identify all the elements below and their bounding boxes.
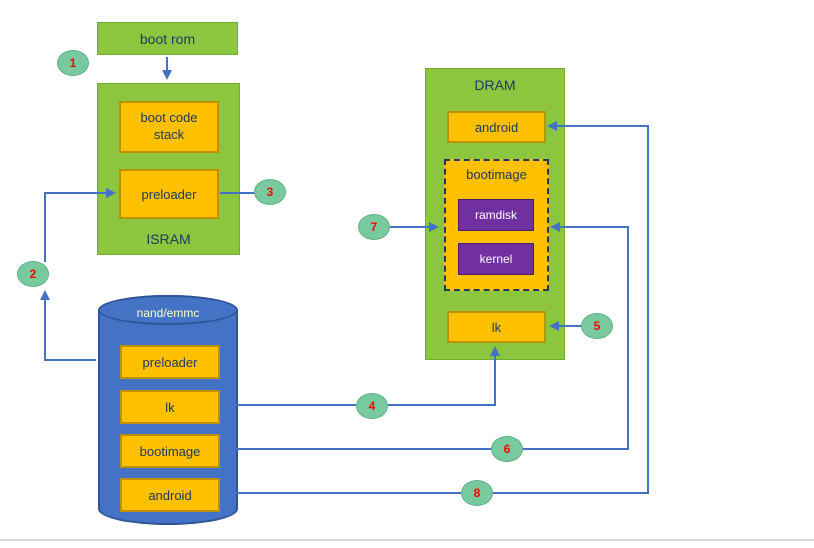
isram-preloader-box: preloader [119, 169, 219, 219]
kernel-label: kernel [479, 252, 513, 266]
nand-preloader-label: preloader [142, 354, 198, 370]
boot-rom-label: boot rom [139, 30, 196, 47]
arrow-nand-preloader-up [40, 290, 96, 361]
nand-item-lk: lk [120, 390, 220, 424]
step-badge-4: 4 [356, 393, 388, 419]
dram-bootimage-label: bootimage [466, 167, 527, 182]
step-badge-3: 3 [254, 179, 286, 205]
boot-code-stack-label: boot code stack [140, 110, 198, 142]
step-badge-7: 7 [358, 214, 390, 240]
dram-lk-label: lk [491, 319, 502, 335]
nand-item-android: android [120, 478, 220, 512]
boot-rom-box: boot rom [97, 22, 238, 55]
nand-emmc-cylinder: nand/emmc preloader lk bootimage android [98, 295, 238, 525]
step-badge-5: 5 [581, 313, 613, 339]
nand-emmc-label: nand/emmc [136, 306, 200, 320]
cylinder-lid [98, 295, 238, 325]
nand-item-preloader: preloader [120, 345, 220, 379]
kernel-box: kernel [458, 243, 534, 275]
step-badge-1: 1 [57, 50, 89, 76]
step-badge-6: 6 [491, 436, 523, 462]
step-badge-2: 2 [17, 261, 49, 287]
isram-label: ISRAM [146, 231, 191, 247]
nand-bootimage-label: bootimage [139, 443, 201, 459]
step-badge-8: 8 [461, 480, 493, 506]
isram-preloader-label: preloader [141, 186, 197, 202]
isram-box: boot code stack preloader ISRAM [97, 83, 240, 255]
arrow-nand-bootimage-to-dram-bootimage [220, 222, 629, 450]
nand-lk-label: lk [165, 399, 175, 415]
canvas-bottom-edge [0, 539, 814, 541]
boot-code-stack-box: boot code stack [119, 101, 219, 153]
dram-box: DRAM android bootimage ramdisk kernel lk [425, 68, 565, 360]
dram-android-box: android [447, 111, 546, 143]
dram-label: DRAM [474, 77, 516, 93]
dram-bootimage-group: bootimage ramdisk kernel [444, 159, 549, 291]
dram-lk-box: lk [447, 311, 546, 343]
dram-android-label: android [474, 119, 519, 135]
nand-item-bootimage: bootimage [120, 434, 220, 468]
nand-android-label: android [148, 487, 192, 503]
ramdisk-label: ramdisk [474, 208, 517, 222]
ramdisk-box: ramdisk [458, 199, 534, 231]
